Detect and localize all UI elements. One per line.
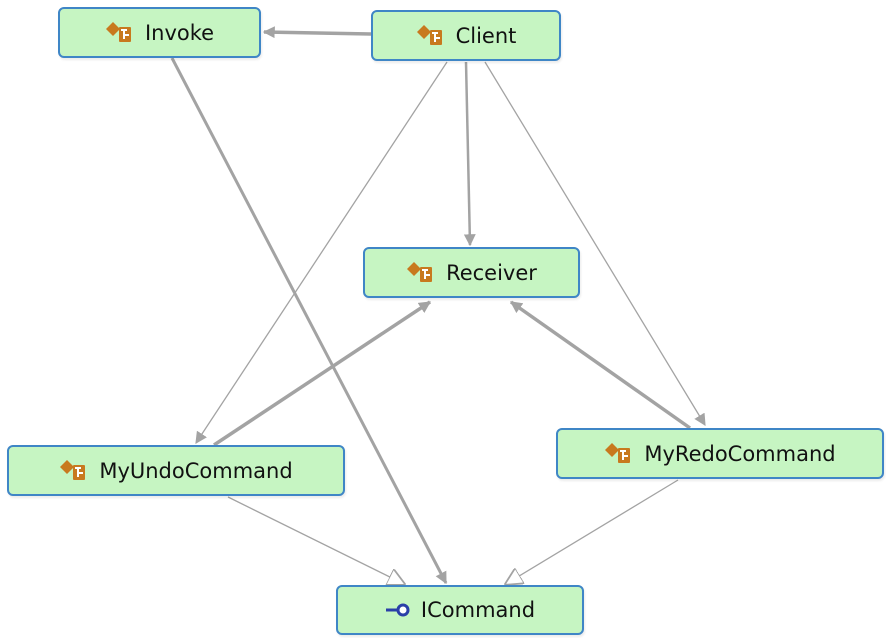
- node-my-redo-command-label: MyRedoCommand: [644, 441, 836, 466]
- node-my-redo-command[interactable]: MyRedoCommand: [556, 428, 884, 479]
- node-my-undo-command-label: MyUndoCommand: [99, 458, 293, 483]
- edge-undo-to-icommand: [227, 496, 404, 584]
- edge-redo-to-receiver: [509, 300, 692, 430]
- node-receiver-label: Receiver: [446, 260, 537, 285]
- node-my-undo-command[interactable]: MyUndoCommand: [7, 445, 345, 496]
- edge-client-to-receiver: [463, 61, 476, 247]
- edge-undo-to-receiver: [213, 300, 432, 447]
- node-client[interactable]: Client: [371, 10, 561, 61]
- node-icommand[interactable]: ICommand: [336, 585, 584, 635]
- class-icon: [604, 442, 632, 466]
- node-icommand-label: ICommand: [420, 598, 536, 622]
- interface-icon: [385, 603, 411, 617]
- class-icon: [105, 21, 133, 45]
- edge-client-to-undo: [195, 61, 448, 445]
- class-icon: [406, 261, 434, 285]
- edge-client-to-invoke: [262, 26, 372, 39]
- class-icon: [416, 24, 444, 48]
- edge-invoke-to-icommand: [170, 57, 448, 585]
- node-invoke[interactable]: Invoke: [58, 7, 261, 58]
- edge-client-to-redo: [484, 61, 706, 427]
- edge-redo-to-icommand: [506, 479, 679, 584]
- node-invoke-label: Invoke: [144, 20, 215, 45]
- class-icon: [59, 459, 87, 483]
- node-client-label: Client: [455, 23, 517, 48]
- node-receiver[interactable]: Receiver: [363, 247, 580, 298]
